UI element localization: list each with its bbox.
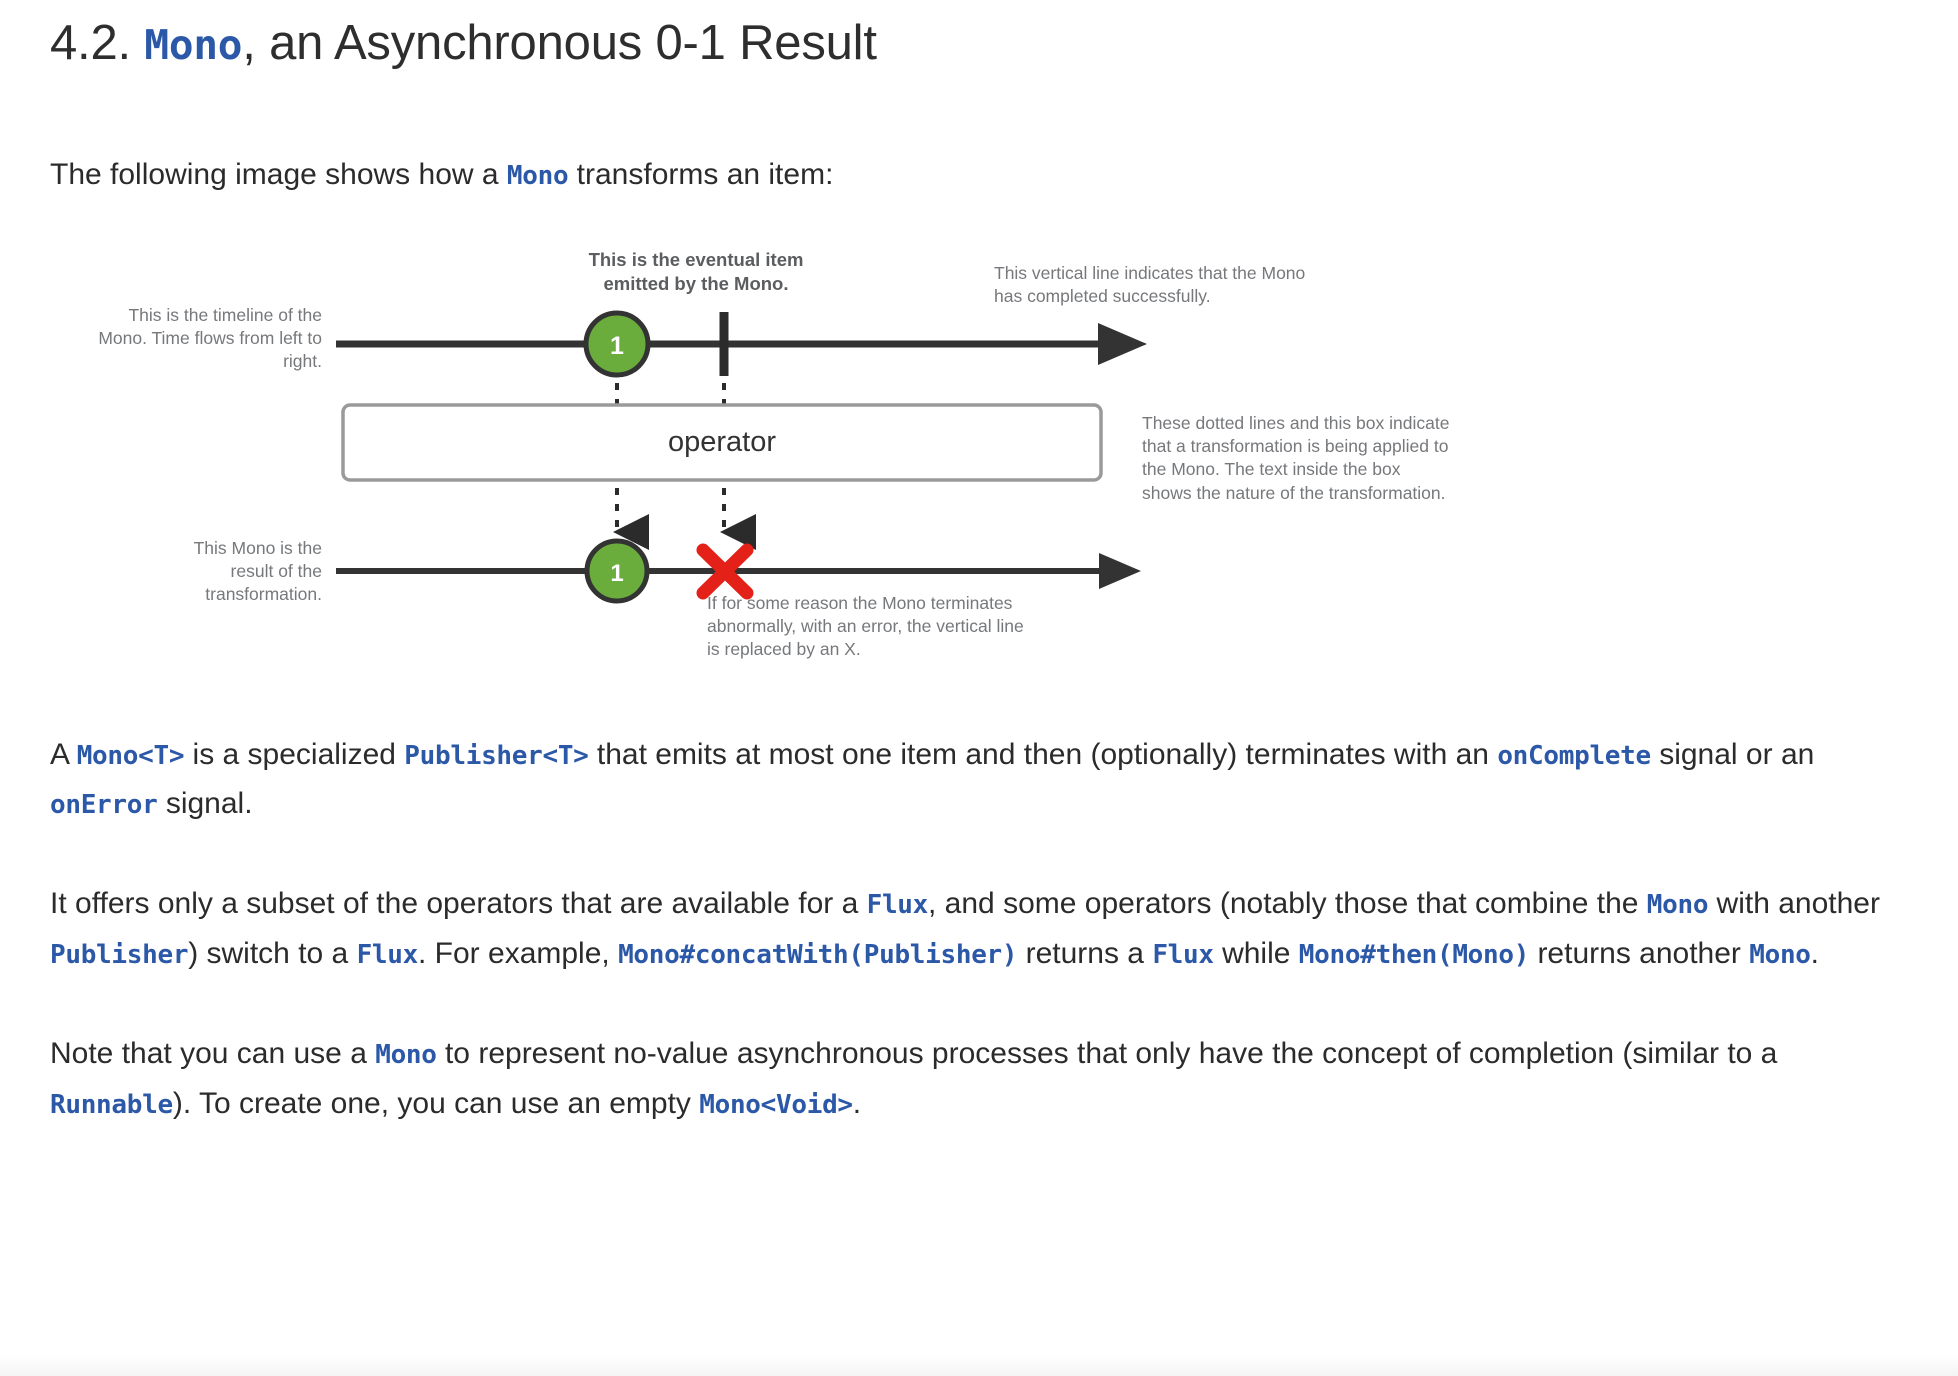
section-number: 4.2. [50, 16, 131, 70]
svg-text:1: 1 [610, 332, 624, 360]
note-dotted-lines: These dotted lines and this box indicate… [1142, 412, 1450, 503]
note-timeline: This is the timeline of the Mono. Time f… [98, 304, 322, 372]
page-title: 4.2. Mono, an Asynchronous 0-1 Result [50, 0, 1908, 73]
inline-code: Mono<Void> [699, 1089, 853, 1120]
source-timeline-group: 1 [336, 310, 1147, 378]
intro-text-before: The following image shows how a [50, 157, 507, 191]
section-title-code-keyword: Mono [144, 21, 243, 69]
inline-code: Mono [1749, 939, 1811, 970]
note-error-marker: If for some reason the Mono terminates a… [707, 592, 1024, 660]
section-title-rest: , an Asynchronous 0-1 Result [242, 16, 877, 70]
error-x-icon [696, 543, 754, 600]
inline-code: Mono [1646, 890, 1709, 921]
marble-diagram-svg: 1 1 [336, 310, 1147, 604]
body-text-block: A Mono<T> is a specialized Publisher<T> … [50, 730, 1908, 1129]
inline-code: Flux [356, 939, 419, 970]
page-bottom-edge [0, 1352, 1958, 1376]
svg-text:1: 1 [610, 560, 623, 587]
inline-code: Flux [866, 890, 929, 921]
intro-code-mono: Mono [506, 160, 569, 191]
note-result-timeline: This Mono is the result of the transform… [193, 537, 322, 605]
note-vertical-line: This vertical line indicates that the Mo… [994, 262, 1306, 307]
paragraph-operators-subset: It offers only a subset of the operators… [50, 887, 1880, 970]
intro-paragraph: The following image shows how a Mono tra… [50, 150, 1908, 200]
source-marble [583, 310, 651, 378]
paragraph-mono-definition: A Mono<T> is a specialized Publisher<T> … [50, 737, 1815, 821]
inline-code: Runnable [50, 1089, 173, 1120]
inline-code: Mono [375, 1039, 437, 1070]
note-eventual-item: This is the eventual item emitted by the… [588, 248, 804, 295]
paragraph-no-value: Note that you can use a Mono to represen… [50, 1036, 1778, 1120]
result-marble [584, 538, 650, 604]
inline-code: onComplete [1497, 740, 1651, 771]
result-timeline-group: 1 [336, 538, 1141, 604]
intro-text-after: transforms an item: [568, 157, 834, 191]
operator-box-label: operator [667, 425, 776, 458]
operator-box [341, 402, 1103, 482]
inline-code: Publisher<T> [404, 740, 589, 771]
mono-marble-diagram: 1 1 [50, 240, 1910, 690]
inline-code: Mono#concatWith(Publisher) [618, 939, 1018, 970]
inline-code: Publisher [50, 939, 189, 970]
inline-code: Flux [1152, 939, 1214, 970]
dotted-arrows-out-of-operator [613, 487, 756, 550]
inline-code: Mono#then(Mono) [1298, 939, 1530, 970]
inline-code: onError [50, 790, 158, 821]
inline-code: Mono<T> [76, 740, 185, 771]
